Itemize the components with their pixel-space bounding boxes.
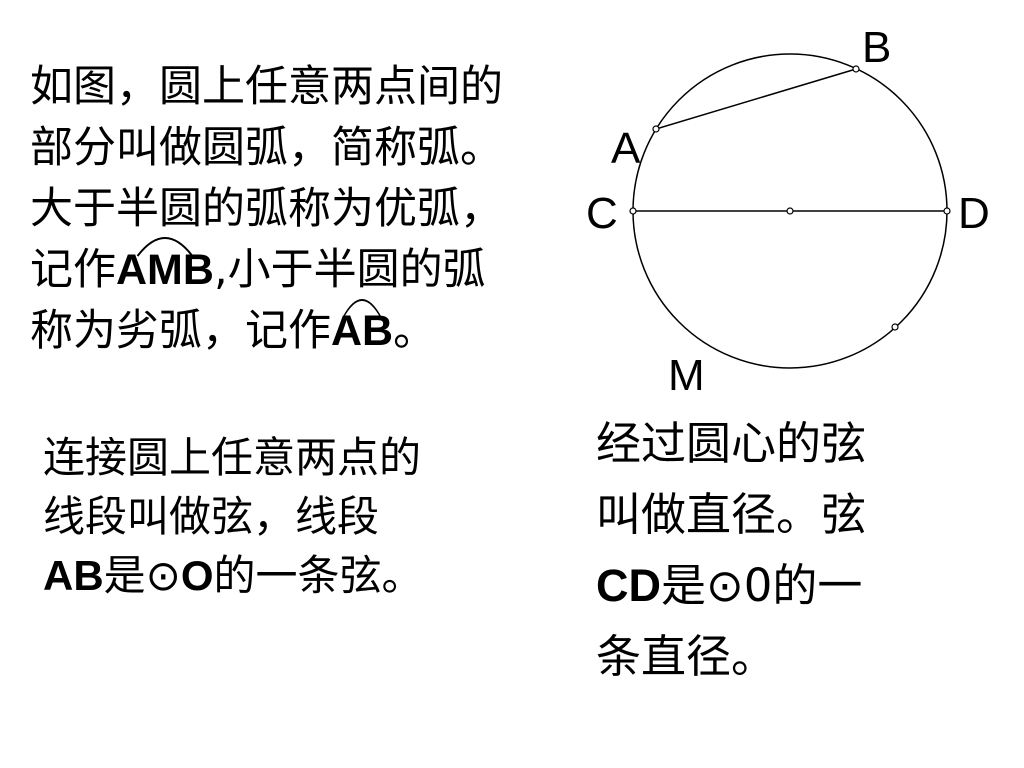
arc-text-line-2: 部分叫做圆弧，简称弧。 [30,123,503,173]
arc-text-line-3: 大于半圆的弧称为优弧， [30,184,503,234]
diameter-text-line-1: 经过圆心的弦 [596,417,867,470]
point-d-dot [943,207,951,215]
chord-text-line-1: 连接圆上任意两点的 [43,433,422,482]
point-d-label: D [958,189,990,238]
diameter-text-line-4: 条直径。 [596,630,777,683]
chord-ab-line [655,68,857,130]
minor-arc-notation: AB [331,299,394,362]
arc-text-line-5-prefix: 称为劣弧，记作 [30,306,331,356]
circle-o-label: O [180,552,214,599]
circle-outline [632,53,948,369]
arc-text-line-1: 如图，圆上任意两点间的 [30,62,503,112]
point-m-dot [891,323,899,331]
diameter-text-line-3-suffix: 是⊙0的一 [661,559,863,612]
diameter-definition-text: 经过圆心的弦 叫做直径。弦 CD是⊙0的一 条直径。 [596,408,866,692]
diameter-text-line-3: CD是⊙0的一 [596,550,866,621]
point-m-label: M [668,351,705,400]
arc-text-line-4-suffix: ,小于半圆的弧 [213,245,486,295]
chord-definition-text: 连接圆上任意两点的 线段叫做弦，线段 AB是⊙O的一条弦。 [43,428,424,605]
chord-ab-label: AB [43,552,104,599]
minor-arc-label: AB [331,307,394,355]
major-arc-symbol [136,237,194,257]
center-o-dot [786,207,794,215]
point-b-label: B [862,23,891,72]
chord-text-line-3-suffix: 的一条弦。 [213,551,424,600]
point-b-dot [852,65,860,73]
diameter-cd-label: CD [596,560,661,611]
point-a-dot [652,125,660,133]
arc-text-line-5-suffix: 。 [393,306,437,356]
point-c-label: C [586,189,618,238]
chord-text-line-2: 线段叫做弦，线段 [43,492,380,541]
chord-text-line-3: AB是⊙O的一条弦。 [43,546,424,605]
arc-text-line-4-prefix: 记作 [30,245,116,295]
minor-arc-symbol [342,299,382,318]
point-a-label: A [611,124,641,173]
major-arc-notation: AMB [116,237,214,301]
chord-text-is-circle: 是⊙ [103,551,181,600]
point-c-dot [629,207,637,215]
major-arc-label: AMB [116,246,214,294]
diameter-text-line-2: 叫做直径。弦 [596,488,867,541]
